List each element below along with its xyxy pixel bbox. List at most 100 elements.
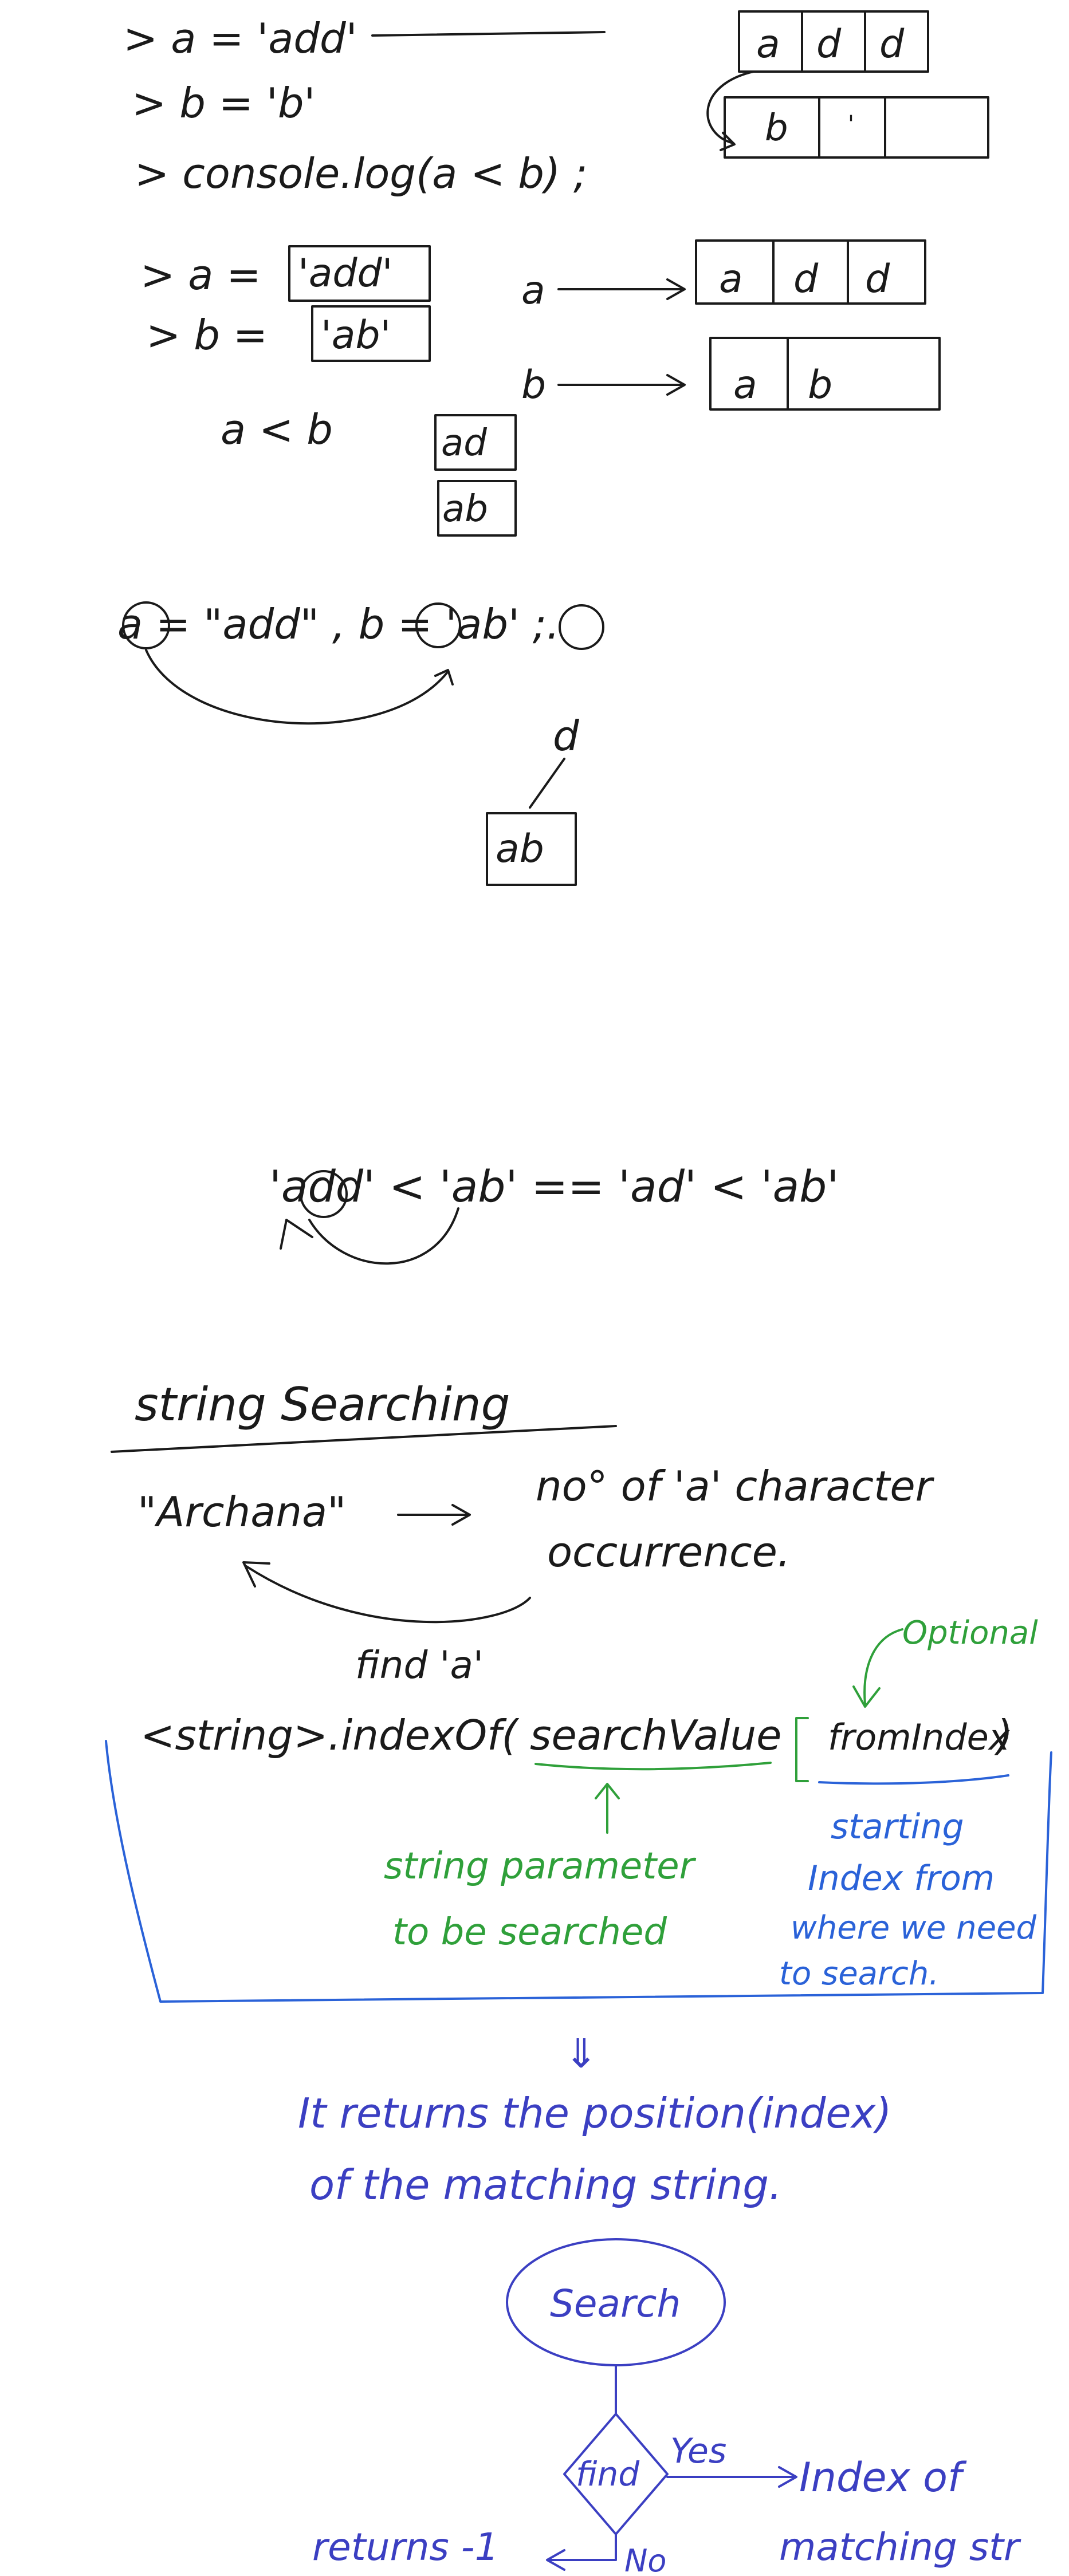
equiv-curve [308,1207,459,1265]
heading-string-searching: string Searching [135,1378,510,1431]
optional-bracket-left [795,1717,809,1782]
section-4-equivalence: 'add' < 'ab' == 'ad' < 'ab' [269,1161,839,1265]
equiv-curve-head [280,1219,313,1250]
circle-add [300,1170,348,1218]
code-line-console-log: > console.log(a < b) ; [135,149,587,198]
code-line-a: > a = [140,251,261,299]
stack-box-ad [434,414,517,471]
memory-cells-a-1: a d d [738,10,929,73]
cell-b2-0: a [733,363,757,408]
flow-no-line [549,2533,617,2561]
flow-start-label: Search [550,2282,681,2326]
cell-a2-1: d [793,257,819,302]
stack-ab: ab [442,488,488,530]
cell-row-b-2 [709,337,941,411]
optional-label: Optional [902,1614,1038,1652]
cell-row-a [738,10,929,73]
flow-no-result: returns -1 [312,2525,499,2569]
circle-b [415,602,461,648]
boxed-add: 'add' [298,251,392,296]
underline-stroke [371,31,606,37]
signature-param2: fromIndex [828,1716,1011,1758]
example-archana: "Archana" [137,1488,346,1536]
signature-enclosure [105,1740,1052,2003]
boxed-ab: 'ab' [321,313,391,358]
flowchart: Search find Yes Index of matching str No… [312,2238,1021,2576]
optional-pointer [863,1628,903,1705]
compare-expr: a < b [221,405,333,454]
box-ab-2 [486,812,577,886]
cell-b2-1: b [808,363,832,408]
param2-desc-line3: where we need [791,1909,1036,1947]
section-1-char-compare: > a = 'add' > b = 'b' > console.log(a < … [123,10,989,198]
stack-ad: ad [441,422,487,464]
param1-underline [534,1762,772,1771]
code-line-b: > b = [146,311,268,359]
code-line-a-add: > a = 'add' [123,14,357,62]
cell-a2-2: d [865,257,890,302]
cell-dividers-a-2 [772,239,849,305]
cell-a2-0: a [719,257,743,302]
param1-pointer-head [595,1783,620,1799]
compare-arrow [706,70,754,144]
param1-desc-line1: string parameter [384,1845,697,1888]
section-2-string-compare: > a = 'add' > b = 'ab' a < b ad ab a a d… [140,239,941,537]
pointer-a-head [666,278,686,300]
circle-a [122,601,170,649]
heading-underline [111,1425,617,1453]
find-a-label: find 'a' [355,1643,484,1687]
flow-yes-head [778,2466,797,2488]
param2-underline [818,1774,1009,1785]
pointer-a-label: a [521,268,545,313]
expr-a-b: a = "add" , b = 'ab' ;. [117,600,560,648]
box-ab [311,305,431,362]
desc-line-1: no° of 'a' character [536,1462,935,1510]
d-to-box-line [529,758,565,809]
code-line-b-b: > b = 'b' [132,79,315,127]
param2-desc-line2: Index from [808,1858,995,1898]
box-ab-2-text: ab [496,826,544,872]
flow-yes-result-2: matching str [779,2525,1021,2569]
flow-no-head [546,2549,565,2571]
box-add [288,245,431,302]
memory-cells-b-1: b ' [724,96,989,159]
pointer-b-label: b [521,363,546,408]
cell-row-b [724,96,989,159]
param1-desc-line2: to be searched [392,1911,667,1953]
returns-line-1: It returns the position(index) [298,2089,891,2137]
cell-a-0: a [756,22,780,67]
cell-dividers [801,10,866,73]
flow-decision-label: find [576,2455,640,2494]
param2-desc-line1: starting [831,1807,964,1847]
circle-ab [559,604,604,650]
signature-prefix: <string>.indexOf( [140,1711,519,1759]
cell-row-a-2 [695,239,926,305]
cell-dividers-b [818,96,886,159]
cell-a-1: d [816,22,842,67]
equivalence-expr: 'add' < 'ab' == 'ad' < 'ab' [269,1161,839,1212]
compare-arrowhead [720,132,736,151]
example-arrow-head [451,1504,471,1526]
pointer-b-head [666,374,686,396]
signature-suffix: ) [994,1711,1013,1759]
signature-param1: searchValue [530,1711,781,1759]
implies-arrow: ⇓ [564,2030,598,2077]
flow-yes-result-1: Index of [799,2454,967,2501]
cell-a-2: d [879,22,905,67]
expr-curve-head [434,669,454,686]
cell-b-0: b [765,107,788,149]
cell-b-1: ' [848,111,854,137]
section-3-expression: a = "add" , b = 'ab' ;. d ab [117,600,604,886]
flow-yes-label: Yes [670,2431,726,2471]
find-curve-head [242,1561,270,1588]
optional-pointer-head [852,1685,881,1708]
expr-curve-arrow [145,649,448,725]
returns-line-2: of the matching string. [309,2161,782,2209]
letter-d: d [553,712,580,760]
find-curve [245,1565,531,1624]
param2-desc-line4: to search. [779,1955,939,1992]
section-5-string-searching: string Searching "Archana" no° of 'a' ch… [105,1378,1052,2209]
desc-line-2: occurrence. [547,1528,791,1576]
stack-box-ab [437,480,517,537]
